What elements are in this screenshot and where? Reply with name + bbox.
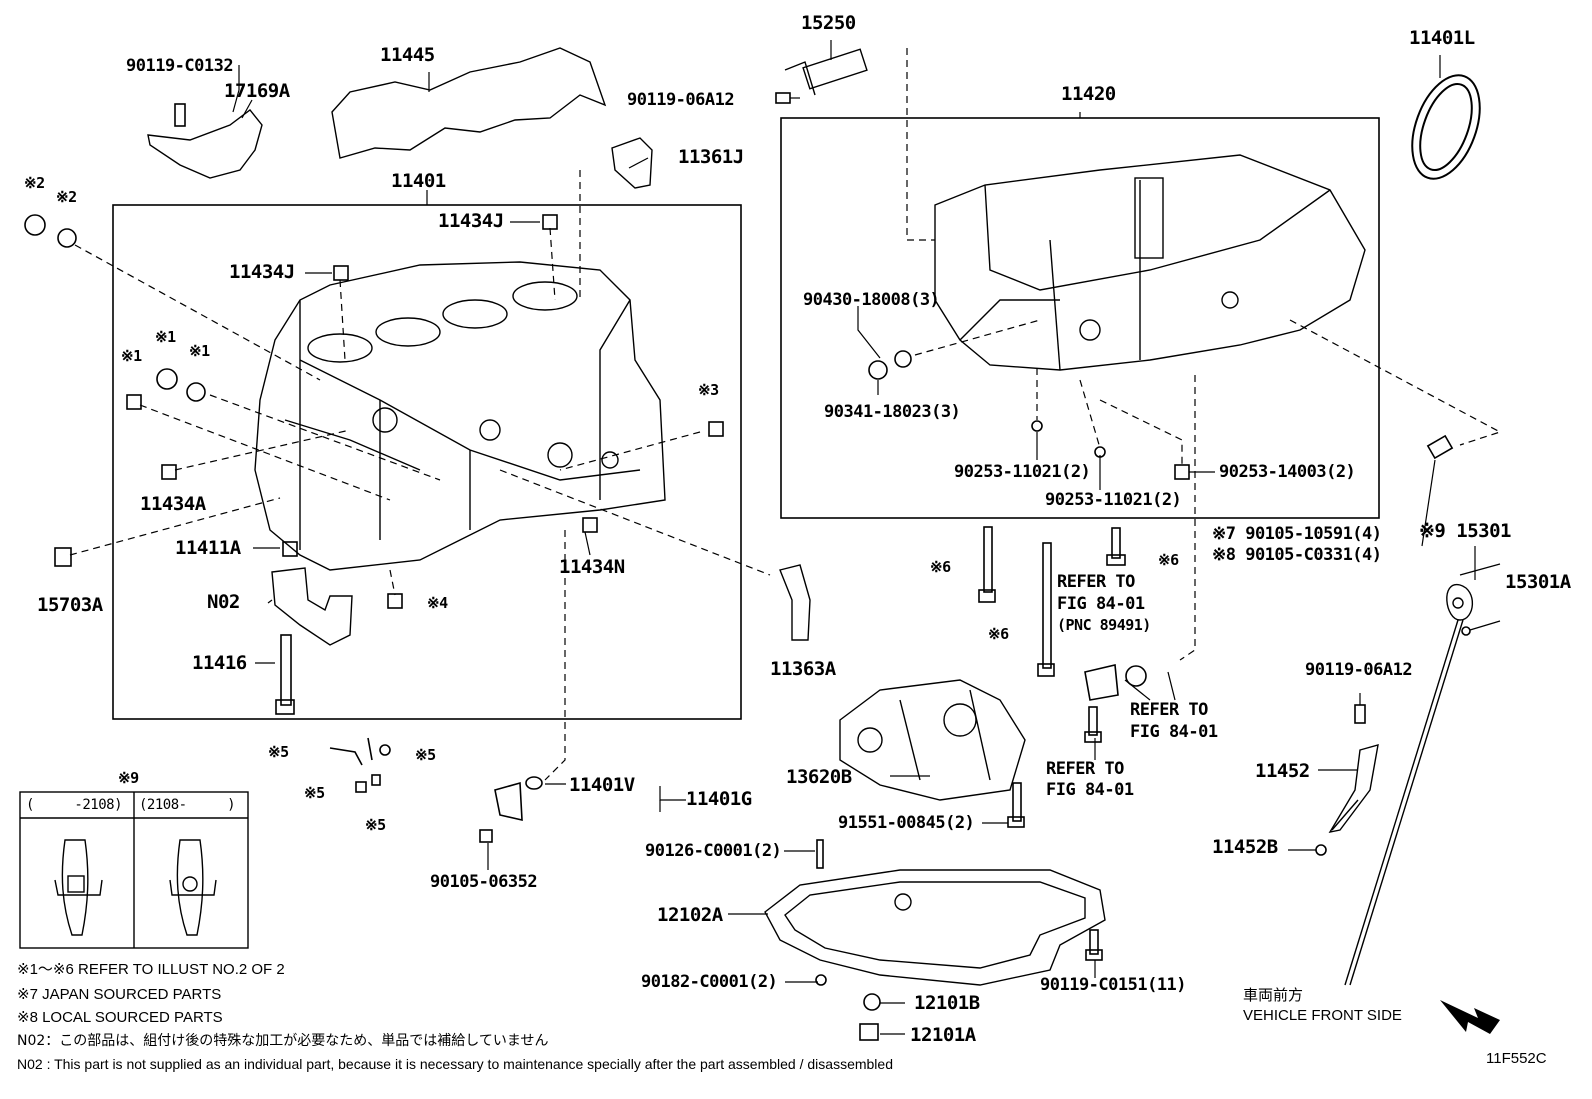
oil-seal-drawing: [1411, 74, 1481, 180]
label-90182-C0001: 90182-C0001(2): [641, 972, 778, 992]
note-n02-english: N02 : This part is not supplied as an in…: [17, 1056, 893, 1072]
label-11416: 11416: [192, 652, 247, 674]
label-11401L: 11401L: [1409, 27, 1475, 49]
mark-x1-a: ※1: [155, 328, 176, 346]
bearing-cap-N02-drawing: [271, 567, 353, 646]
label-13620B: 13620B: [786, 766, 852, 788]
front-side-japanese: 車両前方: [1243, 986, 1304, 1004]
label-11411A: 11411A: [175, 537, 241, 559]
label-11401: 11401: [391, 170, 446, 192]
label-90119-06A12-top: 90119-06A12: [627, 90, 735, 110]
label-90430-18008: 90430-18008(3): [803, 290, 940, 310]
note-refer-illust: ※1～※6 REFER TO ILLUST NO.2 OF 2: [17, 961, 285, 978]
mark-x6-a: ※6: [930, 558, 951, 576]
note-japan-sourced: ※7 JAPAN SOURCED PARTS: [17, 986, 222, 1003]
label-11452B: 11452B: [1212, 836, 1278, 858]
label-11361J: 11361J: [678, 146, 744, 168]
label-11401V: 11401V: [569, 774, 635, 796]
front-side-english: VEHICLE FRONT SIDE: [1243, 1007, 1402, 1024]
label-90105-C0331: ※8 90105-C0331(4): [1212, 545, 1382, 565]
mark-x5-b: ※5: [415, 746, 436, 764]
refer-note-3-line2: FIG 84-01: [1046, 780, 1134, 800]
label-90126-C0001: 90126-C0001(2): [645, 841, 782, 861]
mark-x2-a: ※2: [24, 174, 45, 192]
label-11445: 11445: [380, 44, 435, 66]
label-90105-06352: 90105-06352: [430, 872, 538, 892]
sensor-15250-drawing: [784, 48, 868, 96]
variant-table-col1: ( -2108): [26, 797, 123, 813]
mark-x1-b: ※1: [189, 342, 210, 360]
label-12101B: 12101B: [914, 992, 980, 1014]
label-15301A: 15301A: [1505, 571, 1571, 593]
refer-note-2-line2: FIG 84-01: [1130, 722, 1218, 742]
pipe-11363A-drawing: [779, 564, 811, 641]
mark-x6-c: ※6: [988, 625, 1009, 643]
oil-pan-upper-drawing: [934, 154, 1366, 371]
bolt-11416-drawing: [275, 634, 295, 715]
label-12101A: 12101A: [910, 1024, 976, 1046]
label-15703A: 15703A: [37, 594, 103, 616]
label-11452: 11452: [1255, 760, 1310, 782]
mark-x4: ※4: [427, 594, 448, 612]
mark-x5-a: ※5: [268, 743, 289, 761]
label-11434N: 11434N: [559, 556, 625, 578]
label-90253-14003: 90253-14003(2): [1219, 462, 1356, 482]
label-90253-11021-b: 90253-11021(2): [1045, 490, 1182, 510]
oil-pan-drawing: [764, 869, 1106, 986]
dipstick-guide-drawing: [1328, 744, 1379, 833]
label-11434J-a: 11434J: [438, 210, 504, 232]
label-15301: ※9 15301: [1419, 520, 1512, 542]
cylinder-block-frame: [112, 204, 742, 720]
label-90119-C0132: 90119-C0132: [126, 56, 234, 76]
label-90341-18023: 90341-18023(3): [824, 402, 961, 422]
mark-x3: ※3: [698, 381, 719, 399]
mark-x5-c: ※5: [304, 784, 325, 802]
mark-x6-b: ※6: [1158, 551, 1179, 569]
label-15250: 15250: [801, 12, 856, 34]
dashed-lines: [69, 48, 1502, 781]
note-local-sourced: ※8 LOCAL SOURCED PARTS: [17, 1009, 223, 1026]
leader-lines: [232, 40, 1501, 1035]
front-arrow-icon: [1440, 1000, 1500, 1034]
illustration-code: 11F552C: [1486, 1050, 1547, 1067]
refer-note-3-line1: REFER TO: [1046, 759, 1124, 779]
label-N02: N02: [207, 591, 240, 613]
label-90253-11021-a: 90253-11021(2): [954, 462, 1091, 482]
label-11420: 11420: [1061, 83, 1116, 105]
mark-x9: ※9: [118, 769, 139, 787]
variant-table-col2: (2108- ): [139, 797, 236, 813]
refer-note-1-line3: (PNC 89491): [1057, 616, 1151, 634]
refer-note-1-line1: REFER TO: [1057, 572, 1135, 592]
mark-x5-d: ※5: [365, 816, 386, 834]
cylinder-block-drawing: [254, 261, 666, 571]
label-11434J-b: 11434J: [229, 261, 295, 283]
label-90119-C0151: 90119-C0151(11): [1040, 975, 1187, 995]
label-11401G: 11401G: [686, 788, 752, 810]
label-11434A: 11434A: [140, 493, 206, 515]
label-90119-06A12-right: 90119-06A12: [1305, 660, 1413, 680]
label-91551-00845: 91551-00845(2): [838, 813, 975, 833]
oil-pan-upper-frame: [780, 117, 1380, 519]
label-12102A: 12102A: [657, 904, 723, 926]
dowels-drawing: [24, 214, 1471, 1041]
note-n02-japanese: N02：この部品は、組付け後の特殊な加工が必要なため、単品では補給していません: [17, 1033, 549, 1049]
mark-x2-b: ※2: [56, 188, 77, 206]
mark-x1-c: ※1: [121, 347, 142, 365]
refer-note-1-line2: FIG 84-01: [1057, 594, 1145, 614]
refer-note-2-line1: REFER TO: [1130, 700, 1208, 720]
cover-11445-drawing: [331, 47, 607, 159]
label-90105-10591: ※7 90105-10591(4): [1212, 524, 1382, 544]
label-17169A: 17169A: [224, 80, 290, 102]
oil-pump-drawing: [839, 679, 1026, 801]
bracket-17169A-drawing: [147, 109, 263, 179]
variant-table: [19, 791, 249, 949]
gasket-11361J-drawing: [611, 137, 653, 189]
dipstick-drawing: [1344, 584, 1474, 986]
label-11363A: 11363A: [770, 658, 836, 680]
